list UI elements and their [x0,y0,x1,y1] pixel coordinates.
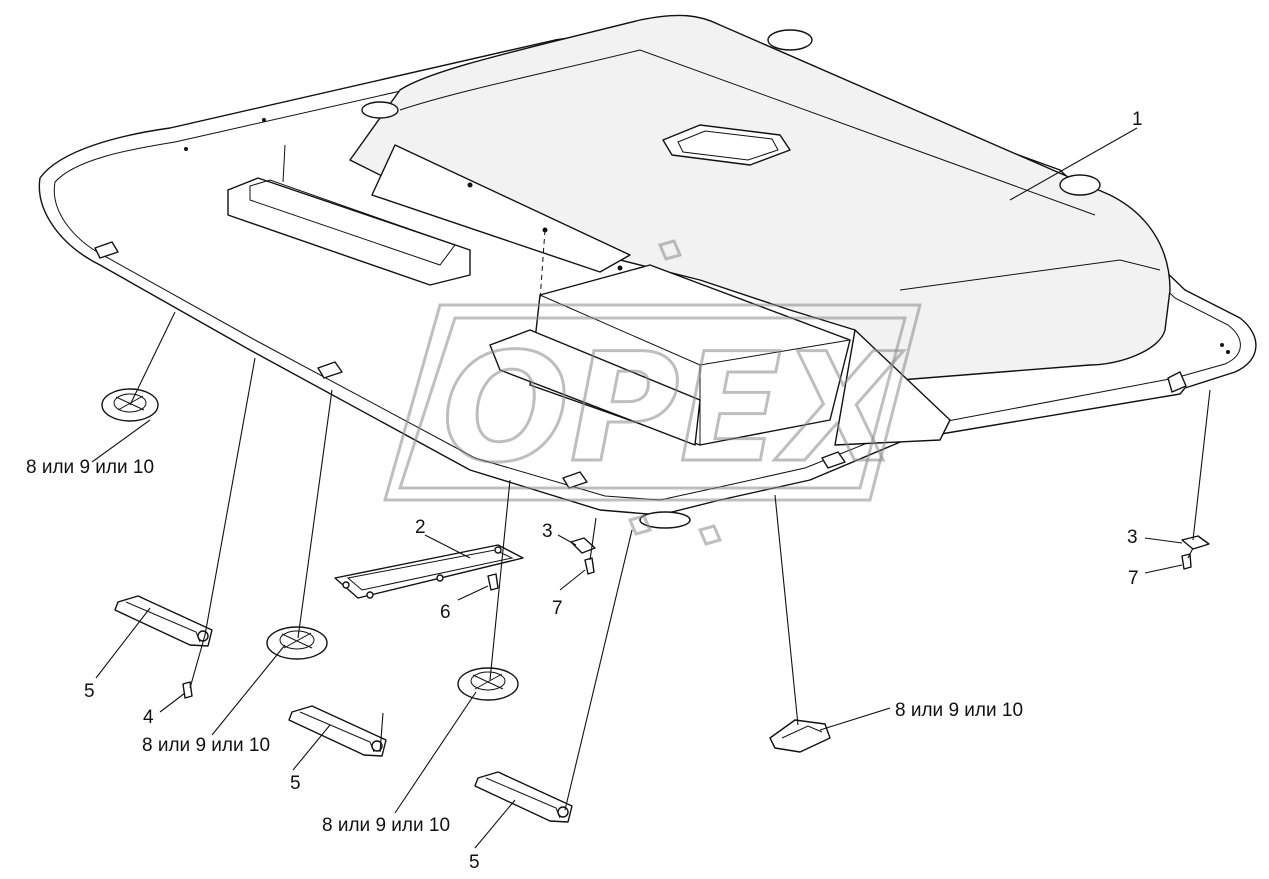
callout-5-bottom: 5 [469,852,480,873]
part-3-plate-b [1181,535,1210,550]
callout-8-bottom: 8 или 9 или 10 [322,815,450,836]
callout-labels: 1 2 3 3 4 5 5 5 6 7 7 8 или 9 или 10 8 и… [26,109,1143,873]
leader-lines [91,127,1211,849]
roof-panel [38,14,1257,529]
callout-7-left: 7 [552,598,563,619]
callout-2: 2 [415,517,426,538]
callout-7-right: 7 [1128,568,1139,589]
callout-6: 6 [440,602,451,623]
handle-part-5-b [288,705,387,757]
callout-5-left: 5 [84,681,95,702]
part-7-screw-b [1181,553,1192,570]
clip-d [769,719,831,753]
clip-b [266,626,328,660]
callout-8-lower-left: 8 или 9 или 10 [142,735,270,756]
watermark-text: OPEX [442,322,904,496]
part-6-screw [487,573,499,591]
callout-4: 4 [143,707,154,728]
handle-part-5-a [114,595,213,647]
callout-5-middle: 5 [290,773,301,794]
callout-8-right: 8 или 9 или 10 [895,700,1023,721]
clip-c [457,667,519,701]
part-2-plate [334,544,524,599]
watermark-logo: OPEX [383,239,922,546]
callout-3-right: 3 [1127,527,1138,548]
part-7-screw-a [584,557,595,575]
callout-1: 1 [1132,109,1143,130]
callout-8-top-left: 8 или 9 или 10 [26,457,154,478]
callout-3-left: 3 [542,521,553,542]
part-3-plate-a [570,537,596,554]
handle-part-5-c [474,771,573,823]
